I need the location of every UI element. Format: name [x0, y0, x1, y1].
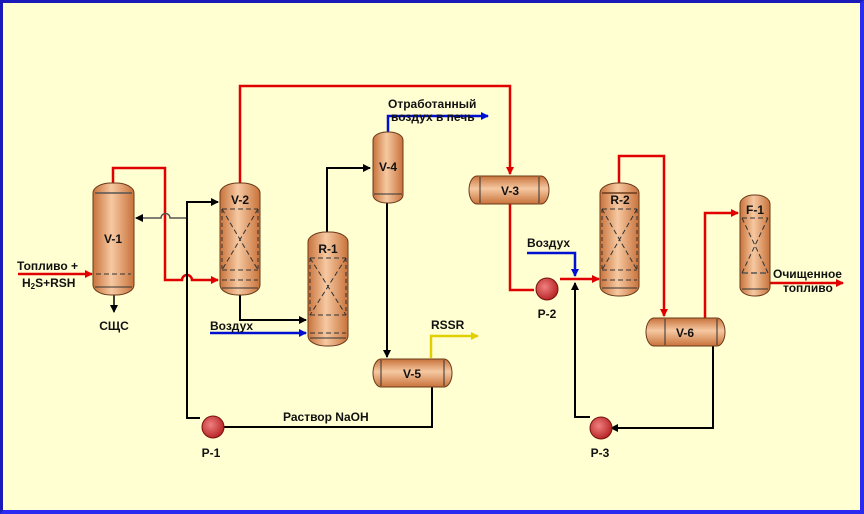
feed-label-line2: H2S+RSH [22, 276, 75, 291]
spent-air-line [386, 112, 489, 132]
p3-return-line [571, 282, 590, 418]
v3-to-p2-line [508, 204, 534, 292]
v6-to-p3-line [610, 345, 714, 432]
filter-f1[interactable]: F-1 [739, 194, 771, 297]
air2-label: Воздух [527, 236, 570, 250]
v1-to-v2-line [111, 166, 219, 284]
feed-label-line1: Топливо + [17, 259, 78, 273]
vessel-v3[interactable]: V-3 [468, 175, 550, 205]
p3-label: P-3 [591, 446, 610, 460]
v6-to-f1-line [703, 209, 739, 318]
r2-to-v6-line [617, 154, 668, 317]
air-to-r2-line [527, 251, 579, 277]
vessel-v2[interactable]: V-2 [219, 182, 261, 296]
v5-label: V-5 [403, 367, 421, 381]
v6-label: V-6 [676, 326, 694, 340]
product-label-line1: Очищенное [773, 267, 842, 281]
v1-label: V-1 [104, 232, 122, 246]
caustic-return-line [186, 198, 219, 419]
vessel-v6[interactable]: V-6 [645, 317, 726, 347]
p2-label: P-2 [538, 307, 557, 321]
pump-p2[interactable]: P-2 [535, 277, 559, 321]
reactor-r1[interactable]: R-1 [307, 231, 349, 347]
pump-p1[interactable]: P-1 [201, 415, 225, 460]
spent-air-label-line2: воздух в печь [391, 110, 475, 124]
recycle-to-v1-line [135, 212, 187, 222]
v2-to-r1-line [239, 295, 307, 324]
rssr-line [429, 332, 479, 358]
reactor-r2[interactable]: R-2 [599, 182, 640, 297]
v4-label: V-4 [379, 160, 397, 174]
v2-label: V-2 [231, 193, 249, 207]
cshc-label: СЩС [99, 319, 129, 333]
r1-to-v4-line [326, 164, 371, 232]
v2-to-v3-line [238, 84, 514, 183]
naoh-label: Раствор NaOH [283, 410, 369, 424]
spent-air-label-line1: Отработанный [388, 97, 476, 111]
f1-label: F-1 [746, 203, 764, 217]
vessel-v4[interactable]: V-4 [372, 131, 404, 204]
naoh-line [213, 387, 433, 431]
r1-label: R-1 [318, 242, 338, 256]
p1-label: P-1 [202, 446, 221, 460]
pump-p3[interactable]: P-3 [589, 416, 613, 460]
air1-label: Воздух [210, 319, 253, 333]
v3-label: V-3 [501, 184, 519, 198]
rssr-label: RSSR [431, 318, 465, 332]
r2-label: R-2 [610, 193, 630, 207]
vessel-v1[interactable]: V-1 [92, 182, 135, 296]
vessel-v5[interactable]: V-5 [372, 358, 453, 388]
product-label-line2: топливо [783, 281, 833, 295]
